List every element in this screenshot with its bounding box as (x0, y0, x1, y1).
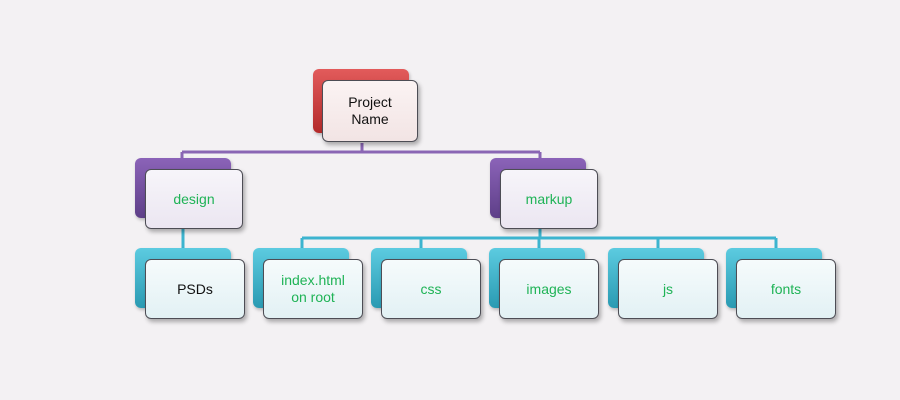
node-design-label: design (145, 169, 243, 229)
node-fonts-label: fonts (736, 259, 836, 319)
node-css-label: css (381, 259, 481, 319)
node-images-label: images (499, 259, 599, 319)
node-markup-label: markup (500, 169, 598, 229)
node-js-label: js (618, 259, 718, 319)
node-psds-label: PSDs (145, 259, 245, 319)
